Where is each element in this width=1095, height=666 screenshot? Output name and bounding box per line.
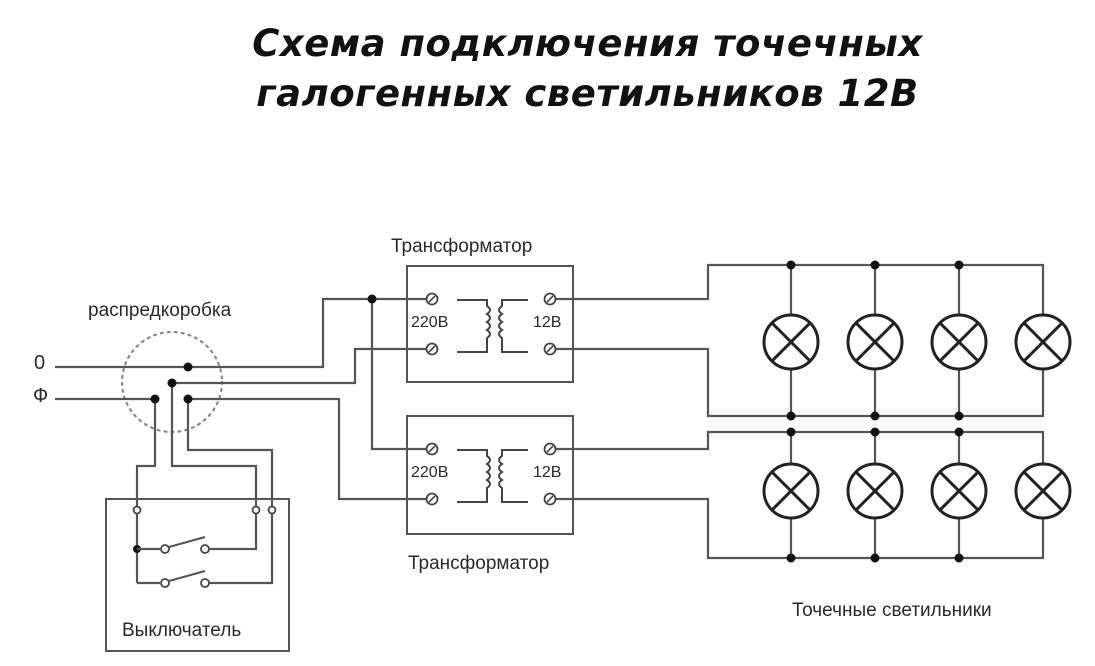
junction-dot: [786, 260, 796, 270]
junction-dot: [183, 362, 193, 372]
junction-dot: [167, 378, 177, 388]
lamp-bus-1-bottom: [556, 347, 1045, 418]
neutral-label: 0: [34, 352, 46, 374]
transformer-1: [406, 265, 574, 383]
lamps-label: Точечные светильники: [792, 600, 992, 621]
primary-voltage-1: 220В: [411, 314, 449, 331]
diagram-title-line-2: галогенных светильников 12В: [256, 72, 919, 115]
transformer-1-label: Трансформатор: [391, 236, 533, 257]
switch-key-1[interactable]: [168, 535, 206, 549]
junction-dot: [367, 294, 377, 304]
switched-line-1-wire: [172, 347, 432, 385]
junction-dot: [954, 427, 964, 437]
phase-label: Ф: [33, 385, 49, 407]
junction-dot: [786, 411, 796, 421]
secondary-voltage-2: 12В: [533, 464, 562, 481]
junction-dot: [954, 411, 964, 421]
primary-coil-icon: [457, 299, 491, 353]
junction-dot: [183, 394, 193, 404]
switch-return-1-wire: [170, 383, 258, 510]
switch-contact: [160, 578, 170, 588]
junction-dot: [870, 411, 880, 421]
lamp-bus-2-bottom: [556, 497, 1045, 560]
lamp-icon: [762, 462, 820, 520]
junction-dot: [954, 260, 964, 270]
lamp-icon: [846, 462, 904, 520]
lamp-icon: [1014, 313, 1072, 371]
secondary-coil-icon: [498, 449, 528, 503]
switch-contact: [160, 544, 170, 554]
transformer-2: [406, 415, 574, 535]
switch-return-2-wire: [186, 399, 274, 510]
lamp-icon: [930, 462, 988, 520]
lamp-icon: [846, 313, 904, 371]
phase-wire-to-switch: [135, 399, 157, 510]
switch-terminal: [267, 505, 277, 515]
switch-wire: [209, 514, 274, 585]
switched-line-2-wire: [188, 397, 432, 501]
junction-dot: [786, 553, 796, 563]
switch-contact: [200, 578, 210, 588]
secondary-coil-icon: [498, 299, 528, 353]
junction-dot: [150, 394, 160, 404]
junction-dot: [870, 427, 880, 437]
junction-dot: [870, 553, 880, 563]
primary-voltage-2: 220В: [411, 464, 449, 481]
lamp-icon: [1014, 462, 1072, 520]
transformer-2-box: [406, 415, 574, 535]
lamp-bus-2-top: [556, 430, 1045, 466]
junction-dot: [870, 260, 880, 270]
secondary-voltage-1: 12В: [533, 314, 562, 331]
junction-dot: [786, 427, 796, 437]
lamp-bus-1-top: [556, 263, 1045, 318]
transformer-1-box: [406, 265, 574, 383]
switch-terminal: [251, 505, 261, 515]
switch-key-2[interactable]: [168, 569, 206, 583]
diagram-title-line-1: Схема подключения точечных: [252, 22, 923, 65]
switch-label: Выключатель: [122, 620, 242, 641]
switch-wire: [209, 514, 258, 551]
switch-box: [105, 498, 290, 652]
junction-box-label: распредкоробка: [88, 300, 232, 321]
lamp-icon: [930, 313, 988, 371]
lamp-icon: [762, 313, 820, 371]
primary-coil-icon: [457, 449, 491, 503]
transformer-2-label: Трансформатор: [408, 553, 550, 574]
switch-terminal: [132, 505, 142, 515]
switch-contact: [200, 544, 210, 554]
junction-dot: [954, 553, 964, 563]
neutral-wire-to-transformer-1: [188, 297, 432, 369]
